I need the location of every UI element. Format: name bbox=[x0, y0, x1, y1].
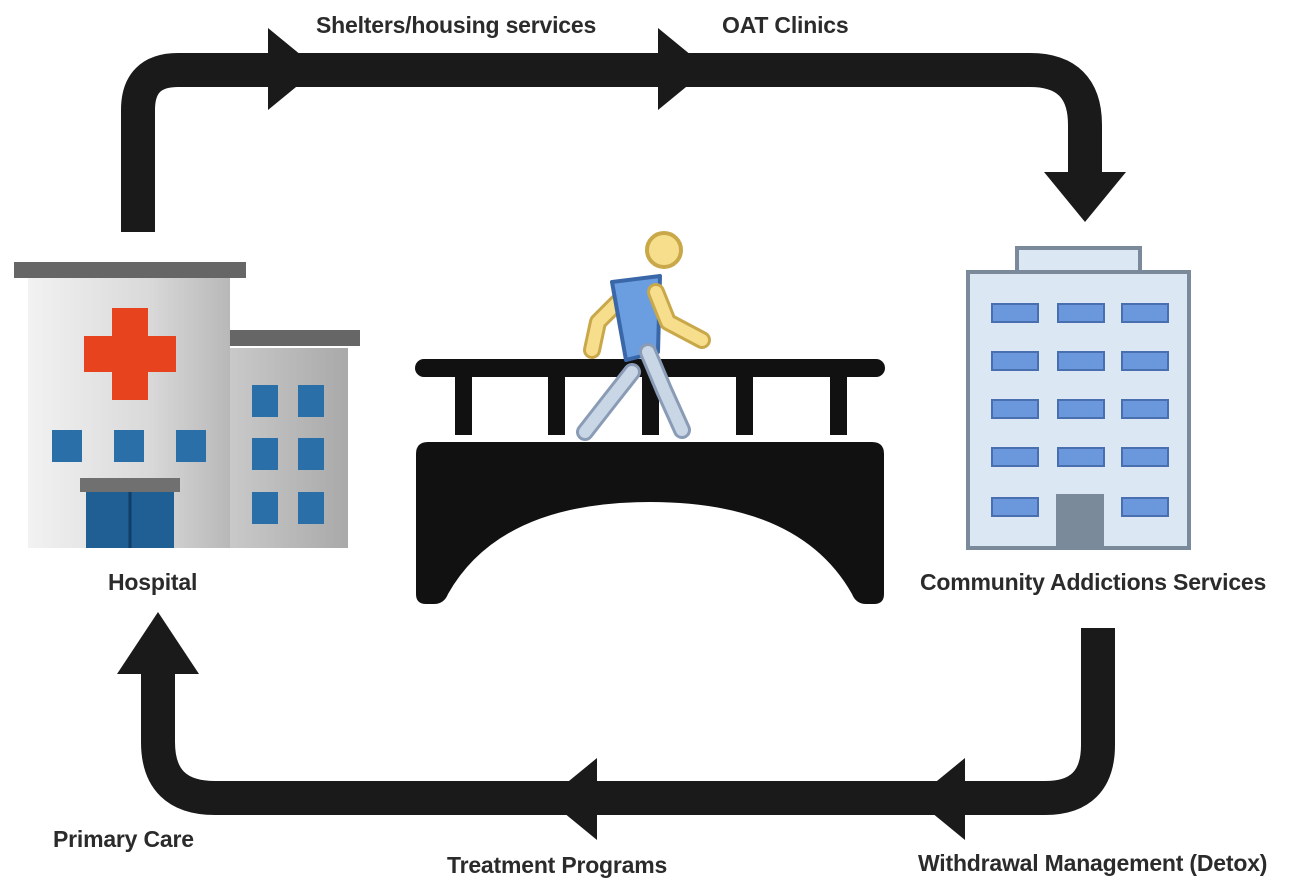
arrowhead-hospital bbox=[117, 612, 199, 674]
arrowhead-treatment bbox=[547, 758, 597, 840]
bottom-flow-arrow bbox=[117, 612, 1115, 840]
label-community-addictions: Community Addictions Services bbox=[920, 569, 1267, 595]
label-treatment-programs: Treatment Programs bbox=[447, 852, 668, 878]
hospital-icon bbox=[14, 262, 360, 548]
arrowhead-shelters bbox=[268, 28, 318, 110]
walking-person-icon bbox=[576, 231, 711, 441]
label-primary-care: Primary Care bbox=[53, 826, 194, 852]
top-flow-arrow bbox=[121, 28, 1126, 232]
label-shelters: Shelters/housing services bbox=[316, 12, 597, 38]
bridge-icon bbox=[415, 359, 885, 604]
office-building-icon bbox=[966, 246, 1191, 550]
arrowhead-community bbox=[1044, 172, 1126, 222]
label-hospital: Hospital bbox=[108, 569, 198, 595]
arrowhead-withdrawal bbox=[915, 758, 965, 840]
arrowhead-oat bbox=[658, 28, 708, 110]
label-oat-clinics: OAT Clinics bbox=[722, 12, 849, 38]
label-withdrawal-management: Withdrawal Management (Detox) bbox=[918, 850, 1268, 876]
